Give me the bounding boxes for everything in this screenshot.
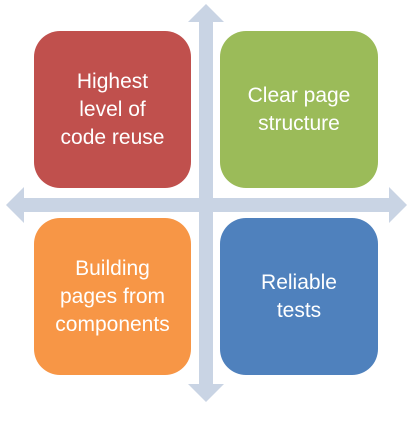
- quadrant-bottom-right: Reliable tests: [220, 218, 378, 375]
- vertical-axis-arrow: [188, 4, 224, 402]
- quadrant-bottom-left-label: Building pages from components: [55, 256, 170, 336]
- quadrant-top-right-label: Clear page structure: [247, 83, 351, 135]
- quadrant-bottom-left: Building pages from components: [34, 218, 191, 375]
- quadrant-top-right: Clear page structure: [220, 31, 378, 188]
- quadrant-bottom-right-label: Reliable tests: [261, 270, 337, 322]
- quadrant-top-left: Highest level of code reuse: [34, 31, 191, 188]
- quadrant-top-left-label: Highest level of code reuse: [60, 69, 165, 149]
